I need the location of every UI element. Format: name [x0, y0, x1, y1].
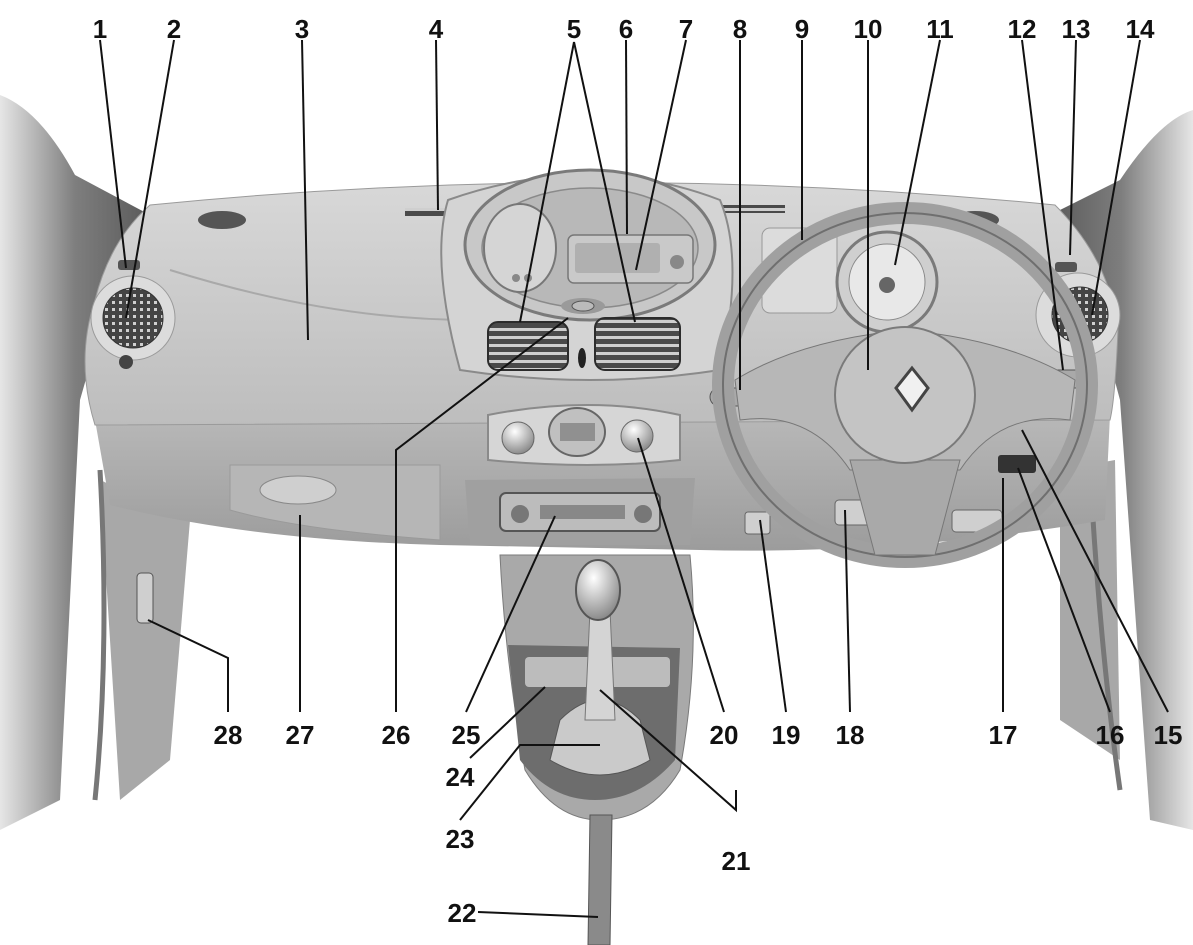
- leader-line-6: [625, 39, 628, 235]
- handbrake-lever: [587, 814, 613, 945]
- callout-21: 21: [722, 846, 751, 876]
- callout-14: 14: [1126, 14, 1155, 44]
- leader-line-5a: [519, 41, 575, 323]
- heater-right-knob: [620, 419, 654, 453]
- gear-lever-shaft: [584, 609, 616, 721]
- left-small-control: [119, 355, 133, 369]
- leader-line-13: [1069, 39, 1077, 256]
- leader-line-1: [99, 39, 127, 269]
- ignition-key: [879, 277, 895, 293]
- leader-line-28: [147, 619, 229, 712]
- callout-2: 2: [167, 14, 181, 44]
- callout-11: 11: [926, 14, 954, 44]
- leader-line-3: [301, 39, 309, 341]
- speedometer-dial: [483, 203, 557, 293]
- leader-line-20: [637, 437, 725, 713]
- callout-15: 15: [1154, 720, 1183, 750]
- callout-4: 4: [429, 14, 444, 44]
- radio-right-knob: [634, 505, 652, 523]
- display-control: [670, 255, 684, 269]
- leader-line-12: [1021, 39, 1064, 371]
- callout-10: 10: [854, 14, 883, 44]
- callout-26: 26: [382, 720, 411, 750]
- center-vent-left: [487, 321, 569, 371]
- demister-vent-left: [405, 208, 470, 216]
- leader-line-22: [477, 911, 599, 918]
- dashboard-crease: [169, 269, 471, 321]
- leader-line-26: [395, 317, 569, 712]
- callout-16: 16: [1096, 720, 1125, 750]
- callout-numbers: 1 2 3 4 5 6 7 8 9 10 11 12 13 14 15 16 1…: [93, 14, 1183, 928]
- instrument-indicator-a: [512, 274, 520, 282]
- leader-line-11: [894, 39, 941, 266]
- center-vent-right: [594, 317, 681, 371]
- left-speaker: [198, 211, 246, 229]
- callout-28: 28: [214, 720, 243, 750]
- gear-lever-knob: [575, 559, 621, 621]
- right-a-pillar: [1050, 110, 1193, 830]
- leader-line-7: [635, 39, 687, 271]
- callout-23: 23: [446, 824, 475, 854]
- heater-left-knob: [501, 421, 535, 455]
- radio-left-knob: [511, 505, 529, 523]
- leader-line-25: [465, 515, 556, 713]
- leader-line-24: [469, 686, 546, 759]
- right-side-demister: [1055, 262, 1077, 272]
- leader-line-15: [1021, 429, 1169, 713]
- callout-18: 18: [836, 720, 865, 750]
- callout-22: 22: [448, 898, 477, 928]
- glovebox-handle: [259, 475, 337, 505]
- demister-vent-right: [715, 205, 785, 213]
- center-vent-control: [578, 348, 586, 368]
- callout-12: 12: [1008, 14, 1037, 44]
- callout-7: 7: [679, 14, 693, 44]
- leader-line-14: [1091, 39, 1141, 316]
- left-side-vent: [102, 287, 164, 349]
- left-door-frame: [100, 480, 190, 800]
- steering-column-lever: [998, 455, 1036, 473]
- electric-window-switch: [744, 511, 771, 535]
- callout-19: 19: [772, 720, 801, 750]
- leader-line-19: [759, 519, 787, 713]
- leader-line-16: [1017, 467, 1111, 713]
- radio-buttons: [540, 505, 625, 519]
- heater-display: [560, 423, 595, 441]
- leader-line-18: [844, 509, 851, 713]
- leader-line-23: [459, 744, 600, 821]
- callout-5: 5: [567, 14, 581, 44]
- brand-logo: [894, 365, 930, 413]
- hazard-warning-switch: [571, 300, 595, 312]
- callout-6: 6: [619, 14, 633, 44]
- callout-9: 9: [795, 14, 809, 44]
- callout-13: 13: [1062, 14, 1091, 44]
- leader-line-2: [125, 39, 175, 319]
- callout-3: 3: [295, 14, 309, 44]
- leader-line-21: [599, 689, 737, 813]
- leader-lines: [99, 39, 1169, 918]
- leader-line-4: [435, 39, 439, 211]
- callout-20: 20: [710, 720, 739, 750]
- display-screen: [575, 243, 660, 273]
- callout-24: 24: [446, 762, 475, 792]
- callout-8: 8: [733, 14, 747, 44]
- left-door-seal: [92, 469, 107, 801]
- callout-25: 25: [452, 720, 481, 750]
- callout-27: 27: [286, 720, 315, 750]
- callout-17: 17: [989, 720, 1018, 750]
- leader-line-5b: [573, 41, 636, 323]
- callout-1: 1: [93, 14, 107, 44]
- bonnet-release-handle: [136, 572, 154, 624]
